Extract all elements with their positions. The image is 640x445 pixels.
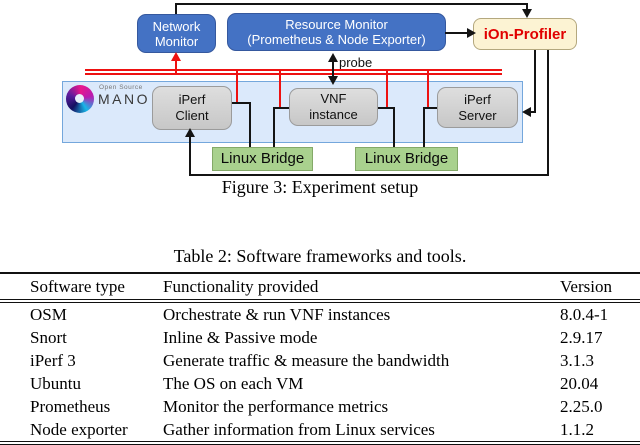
profiler-to-server-line xyxy=(531,50,536,113)
cell-software-type: Prometheus xyxy=(30,396,111,416)
cell-version: 2.25.0 xyxy=(560,396,603,416)
linux-bridge-1-box: Linux Bridge xyxy=(212,147,313,171)
cell-software-type: Node exporter xyxy=(30,419,128,439)
iperf-client-label-line1: iPerf xyxy=(178,92,206,107)
iperf-server-box: iPerf Server xyxy=(437,87,518,128)
resource-monitor-label-line2: (Prometheus & Node Exporter) xyxy=(247,32,426,47)
table-row: Prometheus Monitor the performance metric… xyxy=(0,395,640,418)
osm-swirl-icon xyxy=(66,85,94,113)
resource-monitor-box: Resource Monitor (Prometheus & Node Expo… xyxy=(227,13,446,51)
vnf-instance-label-line2: instance xyxy=(309,107,358,122)
table-header-row: Software type Functionality provided Ver… xyxy=(0,272,640,303)
probe-label: probe xyxy=(339,55,373,70)
header-version: Version xyxy=(560,276,612,296)
header-functionality: Functionality provided xyxy=(163,276,319,296)
iperf-server-label-line1: iPerf xyxy=(464,91,491,107)
osm-logo-top-text: Open Source xyxy=(99,84,143,91)
iperf-server-label-line2: Server xyxy=(458,107,497,123)
table-row: Ubuntu The OS on each VM 20.04 xyxy=(0,372,640,395)
cell-functionality: Inline & Passive mode xyxy=(163,327,318,347)
table-row: Snort Inline & Passive mode 2.9.17 xyxy=(0,326,640,349)
cell-software-type: Ubuntu xyxy=(30,373,81,393)
cell-functionality: The OS on each VM xyxy=(163,373,304,393)
osm-logo: Open Source MANO xyxy=(66,84,156,116)
network-monitor-label-line2: Monitor xyxy=(154,33,199,49)
table-row: Node exporter Gather information from Lin… xyxy=(0,418,640,441)
ion-profiler-label: iOn-Profiler xyxy=(483,25,567,43)
network-monitor-box: Network Monitor xyxy=(137,14,216,53)
iperf-client-label-line2: Client xyxy=(175,108,209,123)
iperf-client-box: iPerf Client xyxy=(152,86,232,130)
cell-software-type: OSM xyxy=(30,304,67,324)
vnf-instance-box: VNF instance xyxy=(289,88,378,126)
cell-version: 20.04 xyxy=(560,373,599,393)
cell-software-type: iPerf 3 xyxy=(30,350,76,370)
cell-version: 3.1.3 xyxy=(560,350,594,370)
cell-functionality: Monitor the performance metrics xyxy=(163,396,389,416)
vnf-instance-label-line1: VNF xyxy=(320,91,347,106)
table-row: OSM Orchestrate & run VNF instances 8.0.4-… xyxy=(0,303,640,326)
cell-version: 1.1.2 xyxy=(560,419,594,439)
network-monitor-label-line1: Network xyxy=(152,18,201,34)
cell-functionality: Generate traffic & measure the bandwidth xyxy=(163,350,450,370)
table-title: Table 2: Software frameworks and tools. xyxy=(173,246,467,266)
osm-logo-main-text: MANO xyxy=(98,91,150,107)
cell-software-type: Snort xyxy=(30,327,67,347)
table-row: iPerf 3 Generate traffic & measure the ba… xyxy=(0,349,640,372)
probe-arrowhead-up xyxy=(328,53,338,62)
ion-profiler-box: iOn-Profiler xyxy=(473,18,577,50)
resource-monitor-label-line1: Resource Monitor xyxy=(285,17,388,32)
linux-bridge-2-box: Linux Bridge xyxy=(355,147,458,171)
experiment-setup-diagram: Open Source MANO Network Monitor Resourc… xyxy=(0,0,640,200)
header-software-type: Software type xyxy=(30,276,125,296)
software-table-body: OSM Orchestrate & run VNF instances 8.0.4-… xyxy=(0,303,640,445)
cell-functionality: Orchestrate & run VNF instances xyxy=(163,304,391,324)
bus-to-network-monitor-arrowhead xyxy=(171,52,181,61)
arrowhead-into-container-right xyxy=(522,107,531,117)
software-table: Software type Functionality provided Ver… xyxy=(0,272,640,445)
arrowhead-into-profiler-top xyxy=(522,9,532,18)
cell-version: 8.0.4-1 xyxy=(560,304,609,324)
cell-functionality: Gather information from Linux services xyxy=(163,419,435,439)
cell-version: 2.9.17 xyxy=(560,327,603,347)
figure-caption: Figure 3: Experiment setup xyxy=(221,177,419,197)
